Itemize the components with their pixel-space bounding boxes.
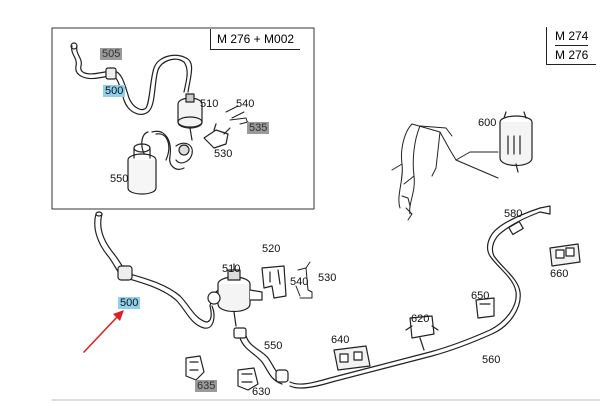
- clip-635: [185, 355, 205, 381]
- inset-label-535: 535: [247, 122, 270, 134]
- clip-650: [475, 297, 495, 319]
- label-600: 600: [478, 117, 497, 129]
- inset-model-text: M 276 + M002: [217, 32, 295, 46]
- label-500: 500: [118, 297, 141, 309]
- harness-580: [391, 123, 499, 221]
- red-arrow: [83, 310, 124, 353]
- model-m276: M 276: [555, 48, 589, 62]
- canister-600: [499, 111, 533, 173]
- fuel-line-560: [289, 205, 551, 389]
- valve-510: [207, 263, 263, 327]
- bracket-530: [295, 261, 313, 299]
- inset-label-505: 505: [100, 48, 123, 60]
- label-510: 510: [222, 263, 241, 275]
- model-m274: M 274: [555, 29, 589, 43]
- label-620: 620: [411, 313, 430, 325]
- clip-630: [237, 367, 259, 391]
- hose-500: [94, 211, 223, 329]
- inset-label-510: 510: [200, 98, 219, 110]
- inset-label-540: 540: [236, 98, 255, 110]
- inset-bracket: [203, 105, 253, 149]
- inset-canister-550: [127, 130, 193, 195]
- label-520: 520: [262, 243, 281, 255]
- inset-label-550: 550: [110, 173, 129, 185]
- clip-660: [549, 243, 581, 267]
- inset-frame: [51, 27, 315, 210]
- label-580: 580: [504, 208, 523, 220]
- label-560: 560: [482, 354, 501, 366]
- label-540: 540: [290, 276, 309, 288]
- bracket-520: [261, 265, 287, 299]
- label-630: 630: [252, 386, 271, 398]
- label-650: 650: [471, 290, 490, 302]
- clip-620: [405, 315, 439, 351]
- inset-label-530: 530: [214, 148, 233, 160]
- inset-model-label: M 276 + M002: [210, 29, 301, 50]
- label-635: 635: [195, 380, 218, 392]
- label-640: 640: [331, 334, 350, 346]
- clip-640: [333, 345, 371, 371]
- label-530: 530: [318, 272, 337, 284]
- inset-hose-500: [70, 42, 193, 115]
- inset-valve-510: [177, 93, 203, 141]
- label-550: 550: [264, 340, 283, 352]
- inset-label-500: 500: [103, 85, 126, 97]
- label-660: 660: [550, 268, 569, 280]
- model-table: M 274 M 276: [546, 27, 597, 65]
- hose-550: [233, 327, 289, 385]
